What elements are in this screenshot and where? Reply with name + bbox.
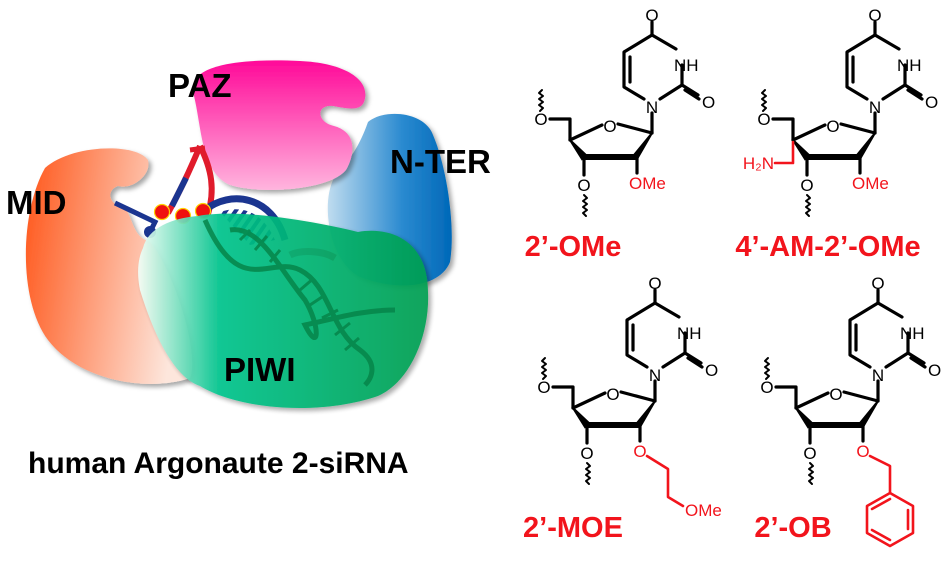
label-2-ob: 2’-OB: [754, 512, 831, 544]
piwi-domain: [138, 213, 429, 409]
paz-domain: [192, 60, 366, 191]
label-2-ome: 2’-OMe: [525, 231, 622, 263]
label-4-am-2-ome: 4’-AM-2’-OMe: [735, 231, 920, 263]
rna-helix-through-piwi: [202, 218, 396, 387]
amine-group: H₂N: [743, 154, 774, 173]
structure-2-ob: O: [760, 274, 941, 548]
label-2-moe: 2’-MOE: [523, 512, 623, 544]
ether-oxygen: O: [633, 442, 646, 461]
structure-4-am-2-ome: H₂N OMe: [743, 6, 938, 216]
structure-2-ome: OMe: [534, 6, 715, 216]
label-mid: MID: [6, 184, 67, 221]
benzene-ring: [865, 491, 915, 548]
ome-group: OMe: [685, 501, 722, 520]
structure-2-moe: O OMe: [537, 274, 722, 520]
ether-oxygen: O: [856, 442, 869, 461]
label-nter: N-TER: [390, 143, 491, 180]
ome-group: OMe: [852, 174, 889, 193]
label-piwi: PIWI: [224, 351, 296, 388]
figure-caption: human Argonaute 2-siRNA: [28, 447, 409, 480]
label-paz: PAZ: [168, 67, 232, 104]
ome-group: OMe: [629, 174, 666, 193]
mid-domain: [25, 148, 193, 384]
argonaute-complex: PAZ N-TER MID PIWI human Argonaute 2-siR…: [6, 60, 491, 480]
